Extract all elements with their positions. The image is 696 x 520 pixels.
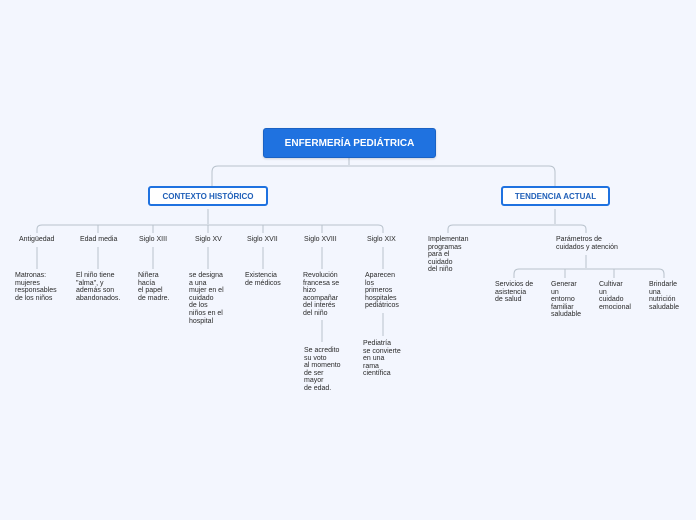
node-nutricion[interactable]: Brindarle una nutrición saludable — [649, 281, 679, 311]
node-siglo-xiii[interactable]: Siglo XIII — [139, 236, 168, 243]
node-siglo-xviii[interactable]: Siglo XVIII — [304, 236, 337, 243]
node-servicios-salud[interactable]: Servicios de asistencia de salud — [495, 281, 534, 304]
node-pediatria-ciencia[interactable]: Pediatría se convierte en una rama cient… — [363, 340, 401, 378]
node-siglo-xvii[interactable]: Siglo XVII — [247, 236, 278, 243]
node-matronas[interactable]: Matronas: mujeres responsables de los ni… — [15, 272, 57, 302]
node-entorno-familiar[interactable]: Generar un entorno familiar saludable — [551, 281, 581, 319]
node-ninera[interactable]: Niñera hacía el papel de madre. — [138, 272, 170, 302]
node-revolucion-francesa[interactable]: Revolución francesa se hizo acompañar de… — [303, 272, 340, 317]
node-existencia-medicos[interactable]: Existencia de médicos — [245, 272, 281, 287]
node-siglo-xv[interactable]: Siglo XV — [195, 236, 222, 243]
node-parametros[interactable]: Parámetros de cuidados y atención — [556, 236, 618, 251]
node-nino-alma[interactable]: El niño tiene "alma", y además son aband… — [76, 272, 121, 302]
node-voto[interactable]: Se acredito su voto al momento de ser ma… — [304, 347, 341, 392]
branch-contexto-historico[interactable]: CONTEXTO HISTÓRICO — [148, 186, 268, 206]
node-mujer-cuidado[interactable]: se designa a una mujer en el cuidado de … — [189, 272, 224, 325]
branch-tendencia-actual[interactable]: TENDENCIA ACTUAL — [501, 186, 610, 206]
node-cuidado-emocional[interactable]: Cultivar un cuidado emocional — [599, 281, 631, 311]
root-node[interactable]: ENFERMERÍA PEDIÁTRICA — [263, 128, 436, 158]
node-antiguedad[interactable]: Antigüedad — [19, 236, 55, 243]
node-siglo-xix[interactable]: Siglo XIX — [367, 236, 396, 243]
node-implementan-programas[interactable]: Implementan programas para el cuidado de… — [428, 236, 469, 274]
node-edad-media[interactable]: Edad media — [80, 236, 118, 243]
node-hospitales-pediatricos[interactable]: Aparecen los primeros hospitales pediátr… — [365, 272, 399, 310]
